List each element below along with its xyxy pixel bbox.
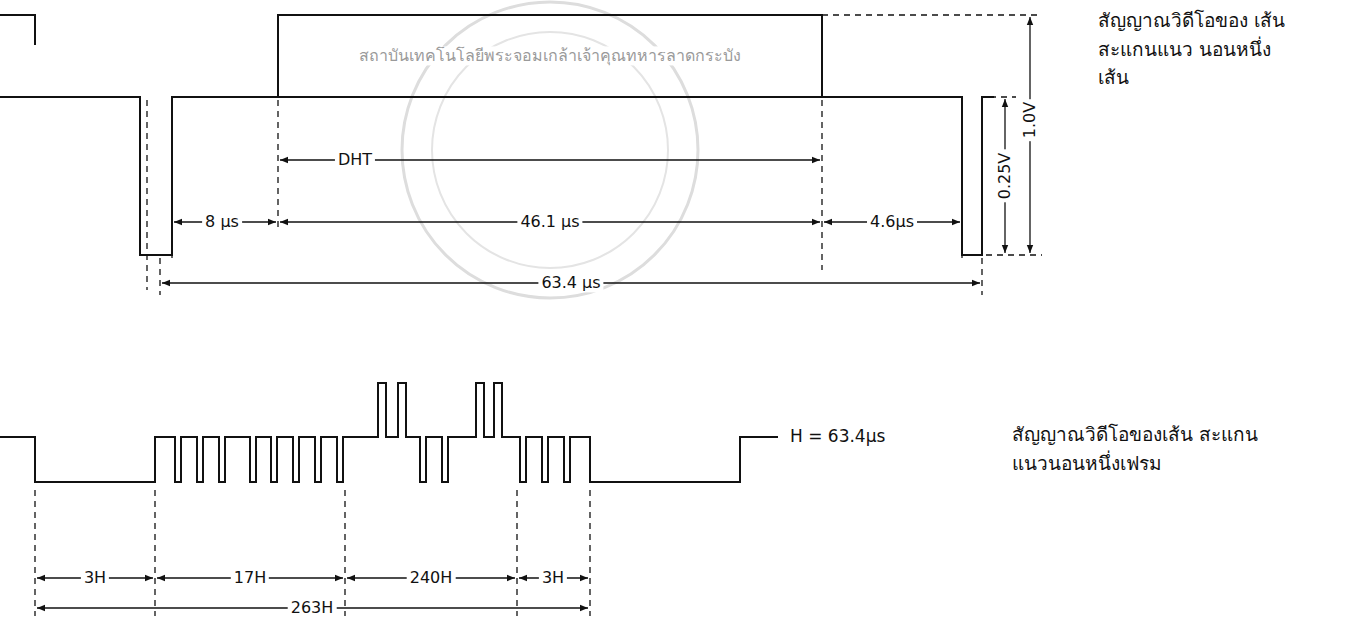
reference-dash	[589, 490, 590, 616]
reference-dash	[981, 258, 982, 295]
reference-dash	[961, 232, 962, 258]
reference-dash	[154, 490, 155, 616]
reference-dash	[344, 490, 345, 616]
line-count: 3H	[81, 568, 109, 587]
reference-dash	[516, 490, 517, 616]
caption-note: สัญญาณวิดีโอของ เส้นสะแกนแนว นอนหนึ่งเส้…	[1098, 6, 1288, 92]
line-count: 263H	[288, 598, 337, 617]
voltage-dimension: 1.0V	[1020, 99, 1039, 141]
seal-watermark	[432, 32, 668, 268]
dimension-label: DHT	[335, 150, 375, 169]
previous-line-trace	[0, 15, 35, 45]
line-period-note: H = 63.4µs	[790, 426, 885, 446]
time-dimension: 8 µs	[202, 212, 242, 231]
reference-dash	[146, 100, 147, 290]
video-level-pulse	[278, 15, 822, 97]
scan-line-waveform	[0, 97, 994, 255]
reference-dash	[986, 254, 1042, 255]
time-dimension: 46.1 µs	[517, 212, 582, 231]
reference-dash	[990, 96, 1016, 97]
reference-dash	[822, 14, 1042, 15]
caption-note: สัญญาณวิดีโอของเส้น สะแกนแนวนอนหนึ่งเฟรม	[1012, 420, 1262, 477]
line-count: 240H	[407, 568, 456, 587]
time-dimension: 63.4 µs	[538, 273, 603, 292]
reference-dash	[277, 100, 278, 232]
voltage-dimension: 0.25V	[995, 150, 1014, 203]
line-count: 17H	[231, 568, 269, 587]
time-dimension: 4.6µs	[867, 212, 917, 231]
frame-waveform	[0, 383, 778, 482]
reference-dash	[171, 232, 172, 258]
reference-dash	[159, 258, 160, 295]
reference-dash	[821, 100, 822, 270]
watermark-text: สถาบันเทคโนโลยีพระจอมเกล้าเจ้าคุณทหารลาด…	[356, 46, 744, 65]
reference-dash	[34, 490, 35, 616]
line-count: 3H	[539, 568, 567, 587]
